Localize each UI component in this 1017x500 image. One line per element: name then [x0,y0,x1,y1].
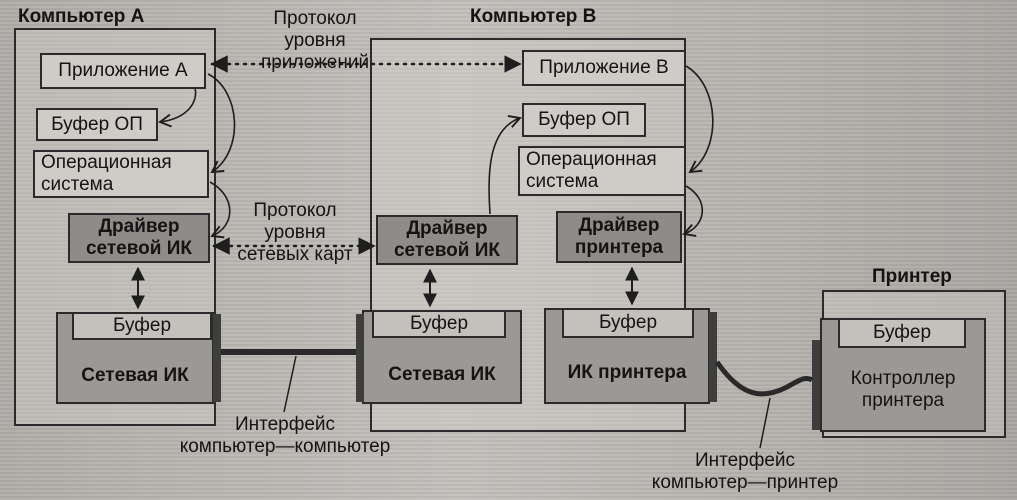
os-a-label-1: Операционная [41,152,172,173]
driver-printer-label-2: принтера [574,237,664,258]
cp-interface-line1: Интерфейс [694,450,796,471]
os-a-to-driver-arrow [209,181,231,239]
app-a-to-os-arrow [207,73,236,174]
driver-nic-a-box: Драйвер сетевой ИК [68,213,210,263]
nic-a-connector [213,314,221,402]
driver-b-to-buffer-arrow [488,115,522,215]
nic-protocol-line3: сетевых карт [237,244,353,265]
os-b-box: Операционная система [518,146,686,196]
printer-if-buffer: Буфер [562,308,694,338]
driver-nic-b-box: Драйвер сетевой ИК [376,215,518,265]
app-protocol-line2: уровня [284,30,346,51]
printer-buffer: Буфер [838,318,966,348]
buffer-op-b-label: Буфер ОП [538,109,630,130]
app-b-label: Приложение В [539,57,669,78]
cp-interface-line2: компьютер—принтер [651,472,839,493]
app-b-box: Приложение В [522,50,686,86]
driver-printer-label-1: Драйвер [578,215,660,236]
os-b-label-1: Операционная [526,149,657,170]
driver-nic-b-label: Драйвер сетевой ИК [393,218,500,261]
driver-nic-a-label-1: Драйвер [98,216,180,237]
printer-if-label: ИК принтера [567,362,687,383]
nic-b-connector [356,314,364,402]
buffer-op-a-label: Буфер ОП [51,113,143,135]
nic-protocol-label: Протокол уровня сетевых карт [230,200,360,266]
os-a-box: Операционная система [33,150,209,198]
app-b-to-os-arrow [685,65,714,174]
computer-a-title: Компьютер А [18,6,145,27]
printer-if-buffer-label: Буфер [598,312,658,333]
app-a-label: Приложение А [58,60,188,81]
app-protocol-label: Протокол уровня приложений [250,8,380,74]
printer-controller-connector [812,340,822,430]
buffer-op-b-box: Буфер ОП [522,103,646,137]
nic-b-buffer: Буфер [372,310,506,338]
app-protocol-line1: Протокол [273,8,357,29]
nic-protocol-line2: уровня [264,222,326,243]
computer-printer-cable [714,360,814,397]
printer-buffer-label: Буфер [872,322,932,343]
nic-b-buffer-label: Буфер [409,313,469,334]
cc-interface-label: Интерфейс компьютер—компьютер [150,414,420,458]
computer-b-title: Компьютер В [470,6,597,27]
printer-if-connector [709,312,717,402]
os-b-label-2: система [526,171,599,192]
nic-a-label: Сетевая ИК [81,365,189,386]
nic-protocol-line1: Протокол [253,200,337,221]
driver-nic-a-label-2: сетевой ИК [85,238,192,259]
app-protocol-line3: приложений [260,52,370,73]
cc-interface-line1: Интерфейс [234,414,336,435]
app-a-box: Приложение А [40,53,206,89]
printer-controller-label-1: Контроллер [850,368,956,389]
cp-interface-label: Интерфейс компьютер—принтер [620,450,870,494]
os-b-to-driver-printer-arrow [682,185,704,237]
driver-printer-box: Драйвер принтера [556,211,682,263]
os-a-label-2: система [41,174,114,195]
printer-controller-label: Контроллер принтера [820,368,986,412]
cc-interface-pointer [283,355,297,413]
cc-interface-line2: компьютер—компьютер [179,436,391,457]
printer-title: Принтер [872,266,952,287]
app-a-to-buffer-arrow [158,87,197,128]
nic-a-buffer: Буфер [72,312,212,340]
buffer-op-a-box: Буфер ОП [36,108,158,141]
nic-b-label: Сетевая ИК [388,364,496,385]
printer-controller-label-2: принтера [861,390,945,411]
nic-a-buffer-label: Буфер [112,315,172,336]
cp-interface-pointer [759,397,771,449]
